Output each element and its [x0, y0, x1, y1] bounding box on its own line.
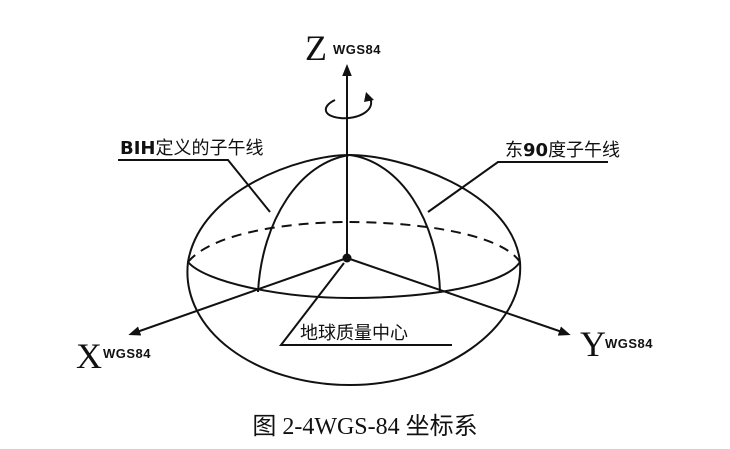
center-callout-leader: [278, 262, 452, 346]
z-axis-sub: WGS84: [333, 42, 381, 57]
east90-callout-leader: [427, 161, 608, 213]
bih-meridian-arc: [257, 154, 351, 293]
east90-bold: 90: [523, 140, 548, 161]
center-of-mass-label: 地球质量中心: [300, 323, 408, 344]
y-axis-line: [346, 257, 571, 336]
east90-meridian-arc: [349, 154, 441, 293]
east90-prefix: 东: [505, 140, 523, 161]
z-axis-letter: Z: [305, 28, 327, 68]
x-axis-letter: X: [76, 336, 102, 376]
bih-meridian-bold: BIH: [120, 138, 155, 159]
figure-caption: 图 2-4WGS-84 坐标系: [252, 413, 477, 440]
ellipsoid-outline: [186, 153, 522, 387]
east90-meridian-label: 东90度子午线: [505, 140, 620, 161]
equator-front: [187, 261, 521, 300]
center-point: [342, 253, 352, 263]
bih-callout-leader: [118, 159, 271, 213]
y-axis-sub: WGS84: [605, 336, 653, 351]
x-axis-line: [128, 257, 348, 336]
east90-rest: 度子午线: [548, 140, 620, 161]
bih-meridian-rest: 定义的子午线: [155, 138, 263, 159]
rotation-arrow-icon: [324, 97, 373, 120]
bih-meridian-label: BIH定义的子午线: [120, 138, 263, 159]
x-axis-sub: WGS84: [103, 346, 151, 361]
equator-back: [187, 220, 521, 263]
y-axis-letter: Y: [580, 324, 606, 364]
